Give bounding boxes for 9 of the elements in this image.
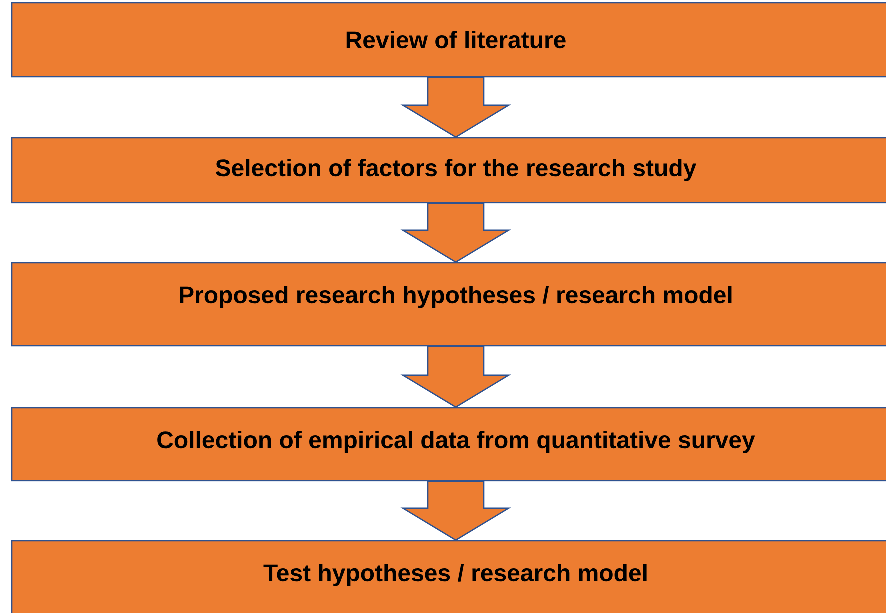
process-box: Collection of empirical data from quantitative survey <box>11 407 886 482</box>
process-box: Review of literature <box>11 2 886 78</box>
block-arrow <box>400 481 512 542</box>
process-box: Proposed research hypotheses / research model <box>11 262 886 347</box>
block-arrow <box>400 77 512 138</box>
block-arrow <box>400 346 512 408</box>
process-box: Test hypotheses / research model <box>11 540 886 613</box>
process-box: Selection of factors for the research study <box>11 137 886 204</box>
block-arrow <box>400 203 512 264</box>
